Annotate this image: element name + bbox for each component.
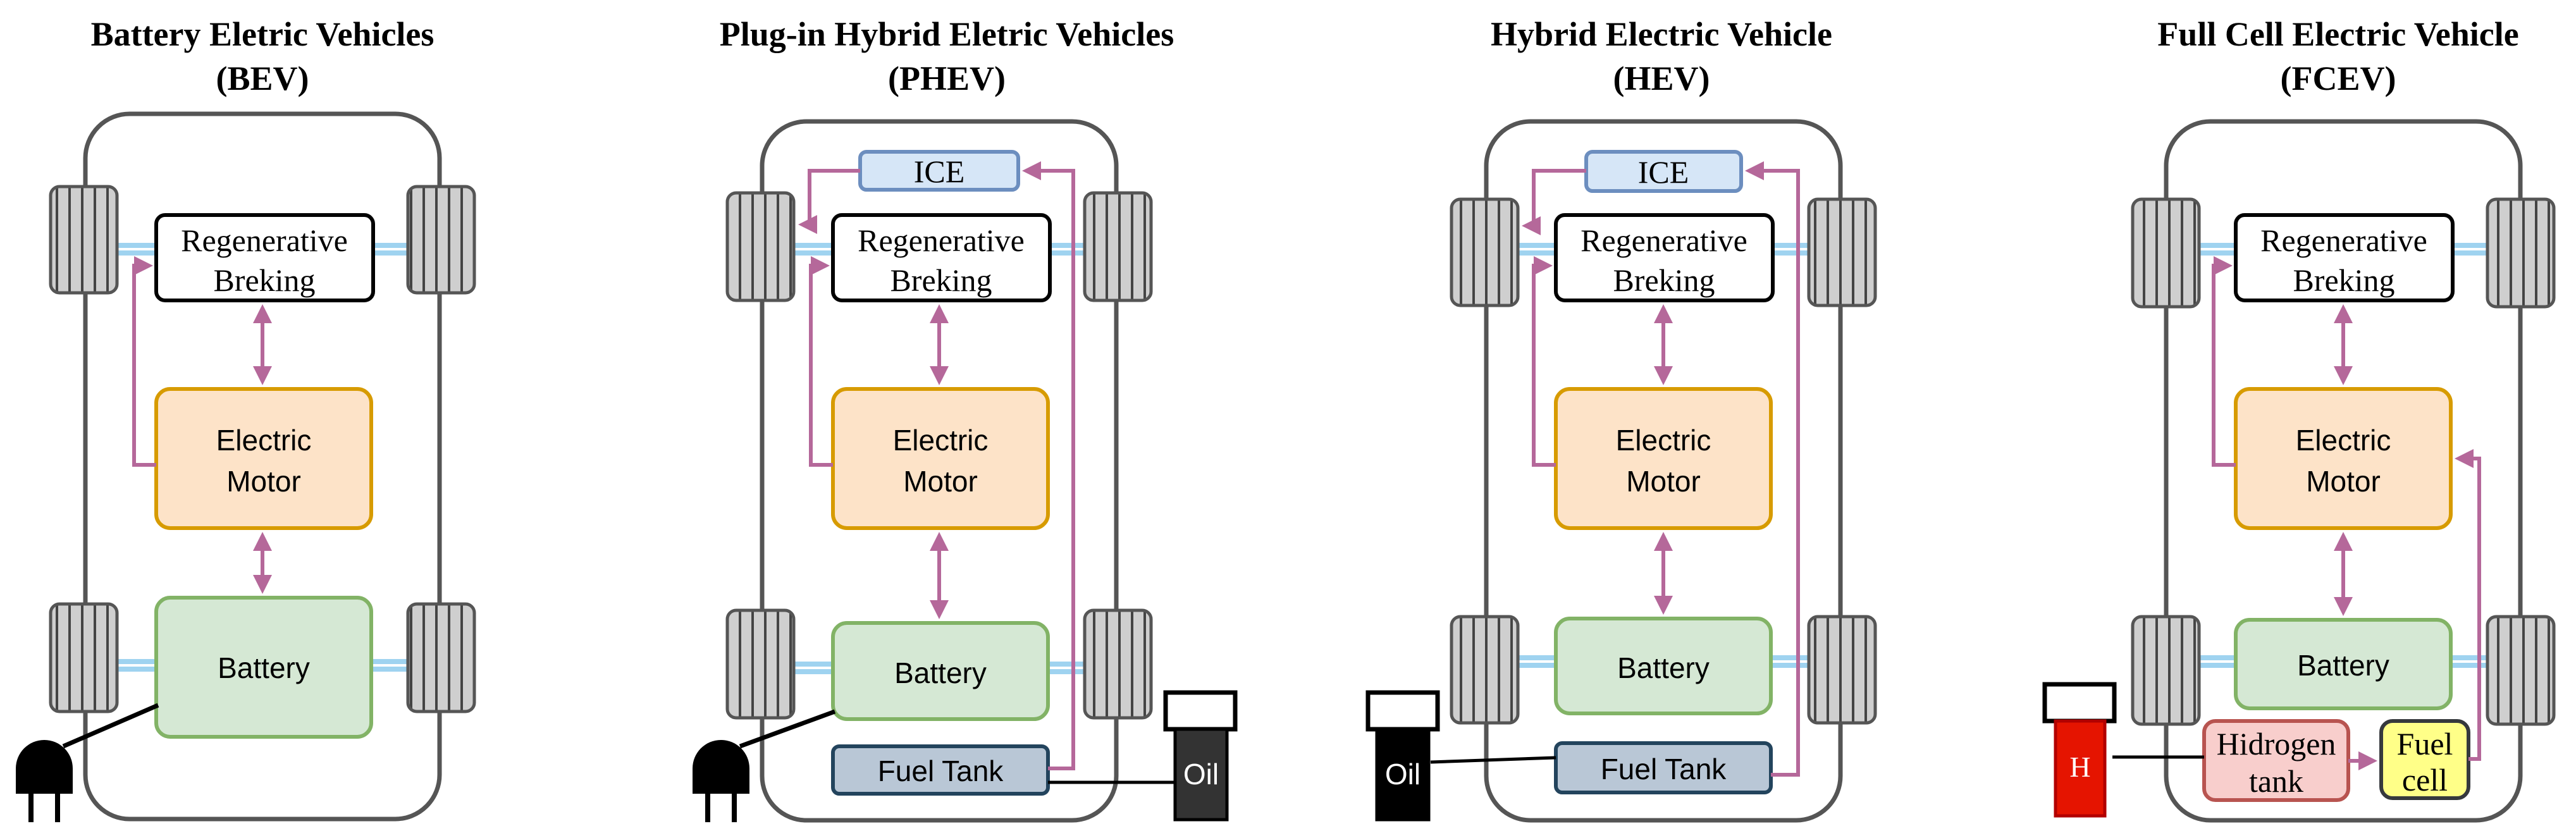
hydrogen-label-line2: tank — [2249, 763, 2303, 799]
wheel-icon — [2131, 615, 2201, 726]
regen-label-line1: Regenerative — [858, 223, 1025, 258]
plug-icon — [16, 740, 73, 822]
motor-label-line2: Motor — [1626, 465, 1701, 498]
motor-label-line1: Electric — [1616, 424, 1711, 457]
battery-label: Battery — [894, 656, 987, 689]
fuel-tank-label: Fuel Tank — [1601, 753, 1727, 786]
car-body-outline — [2164, 119, 2523, 823]
ice-label: ICE — [914, 154, 965, 189]
motor-to-regen-arrow — [1532, 256, 1556, 467]
wheel-icon — [725, 191, 796, 302]
panel-bev: Battery Eletric Vehicles (BEV) Regenerat… — [16, 15, 476, 822]
battery-box — [831, 621, 1050, 721]
motor-label-line2: Motor — [903, 465, 978, 498]
oil-pump-icon — [1163, 690, 1238, 822]
motor-label-line1: Electric — [216, 424, 312, 457]
ice-label: ICE — [1638, 154, 1689, 190]
regenerative-braking-box — [154, 213, 375, 302]
panel-fcev: Full Cell Electric Vehicle (FCEV) Regene… — [2042, 15, 2556, 823]
car-body-outline — [83, 111, 442, 822]
hev-title-line2: (HEV) — [1613, 59, 1710, 97]
oil-label: Oil — [1385, 758, 1420, 791]
electric-motor-box — [1554, 387, 1773, 530]
fuel-tank-label: Fuel Tank — [878, 755, 1004, 787]
wheel-icon — [2486, 197, 2556, 309]
wheel-icon — [406, 602, 476, 713]
wheel-icon — [2486, 615, 2556, 726]
motor-label-line2: Motor — [2306, 465, 2381, 498]
wheel-icon — [1807, 197, 1877, 307]
battery-box — [154, 596, 373, 739]
phev-title-line1: Plug-in Hybrid Eletric Vehicles — [720, 15, 1174, 53]
wheel-icon — [725, 608, 796, 720]
fuel-cell-label-line2: cell — [2402, 762, 2448, 798]
h-label: H — [2069, 751, 2090, 783]
fuel-cell-label-line1: Fuel — [2397, 726, 2453, 761]
wheel-icon — [49, 602, 119, 713]
wheel-icon — [1083, 191, 1153, 302]
regenerative-braking-box — [831, 213, 1052, 302]
charging-cable — [62, 703, 159, 749]
phev-title-line2: (PHEV) — [888, 59, 1006, 97]
regenerative-braking-box — [2234, 213, 2455, 302]
battery-label: Battery — [2297, 649, 2389, 682]
motor-label-line1: Electric — [893, 424, 989, 457]
fuel-tank-box — [1554, 741, 1773, 794]
hev-title-line1: Hybrid Electric Vehicle — [1491, 15, 1832, 53]
car-body-outline — [760, 119, 1119, 823]
electric-motor-box — [831, 387, 1050, 530]
battery-box — [1554, 617, 1773, 715]
ice-to-wheel-arrow — [798, 169, 860, 234]
battery-label: Battery — [218, 651, 310, 684]
panel-phev: Plug-in Hybrid Eletric Vehicles (PHEV) I… — [693, 15, 1238, 823]
regenerative-braking-box — [1554, 213, 1775, 302]
plug-icon — [693, 740, 749, 822]
motor-label-line1: Electric — [2296, 424, 2391, 457]
wheel-icon — [1450, 615, 1520, 725]
tank-to-ice-arrow — [1745, 161, 1800, 777]
battery-box — [2234, 618, 2453, 710]
oil-pump-icon — [1365, 690, 1440, 822]
hydrogen-pump-icon — [2042, 682, 2117, 818]
fcev-title-line1: Full Cell Electric Vehicle — [2157, 15, 2518, 53]
regen-label-line1: Regenerative — [181, 223, 348, 258]
hydrogen-label-line1: Hidrogen — [2217, 726, 2336, 761]
regen-label-line1: Regenerative — [2260, 223, 2427, 258]
regen-label-line1: Regenerative — [1581, 223, 1747, 258]
wheel-icon — [406, 185, 476, 295]
wheel-icon — [1450, 197, 1520, 307]
electric-motor-box — [154, 387, 373, 530]
ice-to-wheel-arrow — [1522, 169, 1586, 235]
fcev-title-line2: (FCEV) — [2281, 59, 2396, 97]
charging-cable — [739, 709, 836, 749]
panel-hev: Hybrid Electric Vehicle (HEV) ICE Regene… — [1365, 15, 1877, 823]
bev-title-line1: Battery Eletric Vehicles — [91, 15, 434, 53]
wheel-icon — [1807, 615, 1877, 725]
regen-label-line2: Breking — [213, 262, 315, 298]
wheel-icon — [2131, 197, 2201, 309]
regen-label-line2: Breking — [2293, 262, 2394, 298]
electric-motor-box — [2234, 387, 2453, 530]
motor-label-line2: Motor — [226, 465, 301, 498]
fuelcell-to-motor-arrow — [2455, 449, 2481, 761]
bev-title-line2: (BEV) — [216, 59, 309, 97]
oil-label: Oil — [1183, 758, 1219, 791]
wheel-icon — [1083, 608, 1153, 720]
motor-to-regen-arrow — [132, 256, 156, 467]
motor-to-regen-arrow — [809, 256, 833, 467]
battery-label: Battery — [1617, 651, 1710, 684]
regen-label-line2: Breking — [1613, 262, 1715, 298]
motor-to-regen-arrow — [2212, 256, 2236, 467]
car-body-outline — [1484, 119, 1843, 823]
wheel-icon — [49, 185, 119, 295]
tank-to-ice-arrow — [1022, 161, 1075, 770]
oil-hose — [1430, 756, 1556, 764]
regen-label-line2: Breking — [890, 262, 992, 298]
